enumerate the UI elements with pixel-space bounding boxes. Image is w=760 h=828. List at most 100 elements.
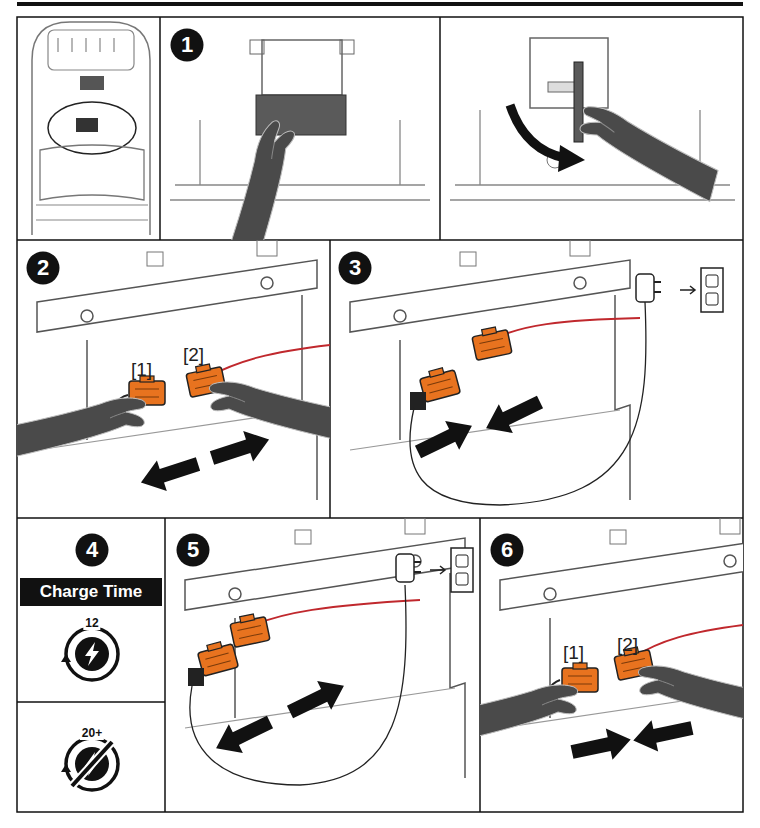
page-frame-part	[17, 2, 743, 6]
step-circle	[171, 29, 204, 62]
step-circle	[491, 534, 524, 567]
step-3-connect-charger-part	[350, 240, 630, 500]
step-number: 5	[176, 533, 210, 567]
step-2-disconnect-part	[37, 240, 317, 500]
step-5-disconnect-charger-part	[229, 612, 270, 648]
step-3-connect-charger-part	[680, 268, 723, 312]
clock-arrowhead	[61, 654, 71, 662]
step-5-disconnect-charger-part	[430, 548, 473, 592]
step-3-connect-charger-part	[410, 392, 426, 410]
step-label: 3	[338, 257, 372, 279]
step-6-reconnect-part	[638, 666, 743, 728]
step-6-reconnect-part	[480, 685, 578, 747]
step-6-reconnect-part	[569, 724, 634, 768]
step-3-connect-charger-part	[471, 325, 512, 361]
page-frame-part	[329, 240, 331, 518]
step-number: 1	[170, 28, 204, 62]
vehicle-overview-part	[80, 76, 104, 90]
prohibition-slash	[72, 742, 112, 786]
callout-number: [2]	[617, 635, 638, 655]
step-5-disconnect-charger-part	[185, 518, 465, 778]
vehicle-overview-part	[48, 30, 134, 70]
step-circle	[177, 534, 210, 567]
slash-outline	[72, 742, 112, 786]
step-3-connect-charger-part	[492, 318, 640, 340]
step-5-disconnect-charger	[185, 518, 473, 785]
clock-label: 20+	[80, 727, 104, 740]
step-1-open-cover-part	[250, 40, 264, 54]
step-5-disconnect-charger-part	[283, 671, 351, 726]
panel-heading: Charge Time	[20, 583, 162, 601]
step-circle	[339, 252, 372, 285]
page-frame-part	[17, 701, 165, 703]
clock-ring	[66, 628, 118, 680]
page-frame-part	[164, 518, 166, 812]
step-2-disconnect-part	[136, 449, 203, 498]
callout-number: [1]	[131, 360, 152, 380]
page-frame-part	[17, 517, 743, 519]
step-6-reconnect	[480, 518, 743, 778]
step-1-lift-cover	[450, 38, 735, 201]
step-circle	[27, 252, 60, 285]
step-1-lift-cover-part	[548, 82, 576, 92]
step-3-connect-charger-part	[636, 274, 661, 302]
step-2-disconnect-part	[205, 345, 330, 378]
vehicle-overview-part	[36, 205, 148, 220]
step-5-disconnect-charger-part	[247, 600, 420, 628]
lightning-bolt	[85, 642, 99, 666]
step-1-lift-cover-part	[558, 145, 585, 172]
step-1-lift-cover-part	[510, 105, 565, 158]
clock-label: 12	[83, 617, 100, 630]
callout-number: [1]	[563, 643, 584, 663]
step-2-disconnect-part	[17, 398, 146, 460]
step-1-lift-cover-part	[530, 38, 608, 108]
vehicle-overview-part	[40, 145, 144, 200]
step-3-connect-charger	[350, 240, 723, 505]
page-frame-part	[159, 17, 161, 240]
step-3-connect-charger-part	[479, 388, 547, 443]
step-1-lift-cover-part	[569, 104, 726, 202]
page-frame-part	[439, 17, 441, 240]
step-6-reconnect-part	[630, 712, 695, 756]
no-overcharge-icon: 20+	[60, 730, 124, 794]
step-3-connect-charger-part	[410, 302, 646, 505]
step-1-open-cover-part	[262, 40, 342, 95]
page-frame-part	[17, 239, 743, 241]
step-2-disconnect-part	[209, 382, 330, 444]
clock-arrowhead	[61, 764, 71, 772]
step-5-disconnect-charger-part	[209, 708, 277, 763]
step-number: 4	[75, 533, 109, 567]
step-5-disconnect-charger-part	[188, 668, 204, 686]
vehicle-overview-part	[58, 38, 114, 52]
clock-ring	[66, 738, 118, 790]
page-frame-part	[479, 518, 481, 812]
step-label: 2	[26, 257, 60, 279]
step-number: 2	[26, 251, 60, 285]
step-number: 3	[338, 251, 372, 285]
step-label: 6	[490, 539, 524, 561]
step-3-connect-charger-part	[411, 411, 479, 466]
step-5-disconnect-charger-part	[190, 585, 406, 785]
step-label: 5	[176, 539, 210, 561]
step-number: 6	[490, 533, 524, 567]
step-2-disconnect-part	[207, 424, 274, 473]
callout-number: [2]	[183, 345, 204, 365]
charge-time-band: Charge Time	[20, 578, 162, 606]
vehicle-overview-part	[76, 118, 98, 132]
clock-graphic	[61, 628, 118, 680]
step-1-open-cover-part	[199, 118, 326, 240]
step-2-disconnect	[17, 240, 330, 500]
step-1-open-cover	[170, 40, 430, 240]
charge-clock-icon: 12	[60, 620, 124, 684]
clock-graphic	[61, 738, 118, 790]
step-circle	[76, 534, 109, 567]
step-label: 1	[170, 34, 204, 56]
step-1-open-cover-part	[340, 40, 354, 54]
clock-face	[75, 637, 109, 671]
vehicle-overview	[32, 22, 150, 235]
step-6-reconnect-part	[500, 518, 743, 778]
step-label: 4	[75, 539, 109, 561]
step-5-disconnect-charger-part	[396, 554, 421, 582]
